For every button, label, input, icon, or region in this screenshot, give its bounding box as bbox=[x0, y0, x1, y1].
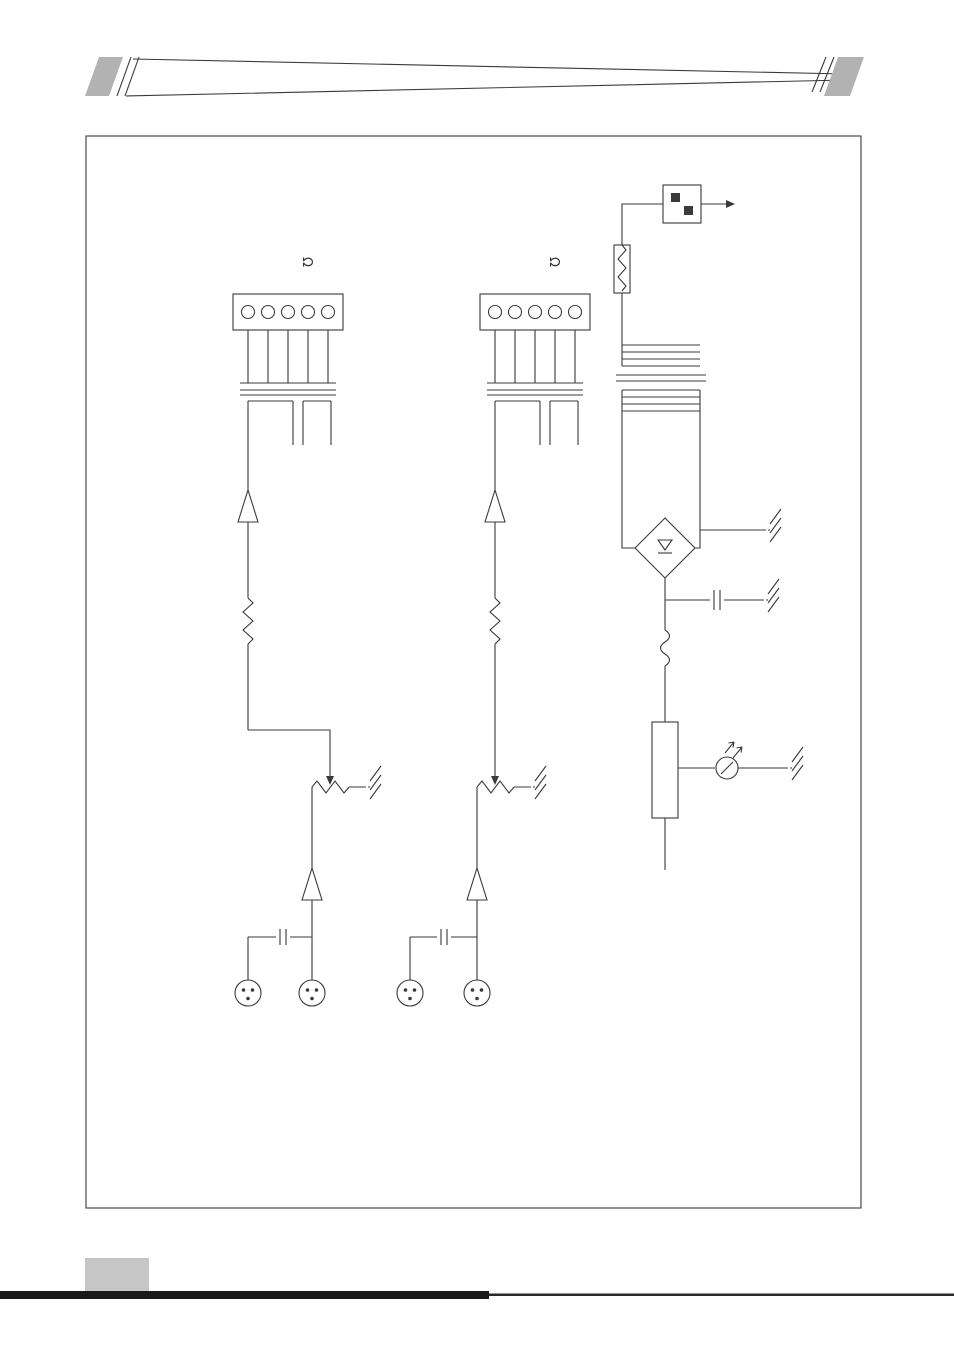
footer bbox=[0, 1258, 954, 1299]
wire bbox=[248, 729, 331, 778]
output-amplifier-icon bbox=[301, 867, 323, 901]
chassis-ground-icon bbox=[767, 508, 782, 543]
channel-2-lower-section bbox=[396, 730, 547, 1007]
output-arrow-icon bbox=[726, 200, 735, 208]
level-potentiometer bbox=[476, 780, 515, 794]
wire bbox=[621, 390, 701, 549]
bridge-rectifier bbox=[634, 517, 696, 579]
transformer-core bbox=[616, 374, 706, 382]
dc-output-connector bbox=[662, 184, 735, 224]
diagram-frame bbox=[85, 135, 862, 1209]
channel-1-lower-section bbox=[234, 729, 382, 1007]
smoothing-capacitor bbox=[665, 590, 764, 610]
wire bbox=[621, 203, 663, 245]
diode-icon bbox=[656, 539, 674, 551]
power-transformer bbox=[616, 344, 706, 412]
level-potentiometer bbox=[311, 780, 350, 794]
fusible-resistor bbox=[613, 244, 631, 294]
banner-stripes-left-icon bbox=[116, 56, 140, 97]
lamp-arrow-icon bbox=[724, 741, 735, 754]
footer-rule-thin bbox=[489, 1293, 954, 1296]
banner-left-block bbox=[85, 57, 123, 96]
chassis-ground-icon bbox=[532, 765, 547, 800]
choke-inductor bbox=[659, 629, 671, 667]
voltage-regulator bbox=[651, 721, 679, 819]
banner-wedge bbox=[125, 58, 847, 97]
channel-2: Ω bbox=[396, 257, 591, 1007]
chassis-ground-icon bbox=[789, 746, 804, 781]
coupling-capacitor bbox=[410, 929, 477, 945]
chassis-ground-icon bbox=[765, 578, 780, 613]
round-output-connector-icon bbox=[234, 979, 262, 1007]
channel-2-connector-label: Ω bbox=[546, 257, 561, 267]
round-output-connector-icon bbox=[298, 979, 326, 1007]
lamp-arrow-icon bbox=[732, 746, 743, 759]
power-supply-section bbox=[613, 184, 804, 870]
banner-right-block bbox=[824, 57, 864, 96]
wire bbox=[409, 937, 478, 980]
channel-1: Ω bbox=[232, 257, 382, 1007]
pot-wiper-arrow-icon bbox=[491, 776, 499, 785]
output-amplifier-icon bbox=[466, 867, 488, 901]
banner-stripes-right-icon bbox=[811, 56, 835, 93]
wire bbox=[247, 937, 313, 980]
pot-wiper-arrow-icon bbox=[326, 776, 334, 785]
round-output-connector-icon bbox=[463, 979, 491, 1007]
channel-1-upper-section bbox=[232, 293, 344, 731]
header-banner bbox=[85, 56, 864, 97]
chassis-ground-icon bbox=[367, 765, 382, 800]
footer-rule-thick bbox=[0, 1291, 489, 1299]
indicator-lamp bbox=[715, 741, 743, 780]
channel-1-connector-label: Ω bbox=[299, 257, 314, 267]
coupling-capacitor bbox=[248, 929, 312, 945]
round-output-connector-icon bbox=[396, 979, 424, 1007]
channel-2-upper-section bbox=[479, 293, 591, 731]
